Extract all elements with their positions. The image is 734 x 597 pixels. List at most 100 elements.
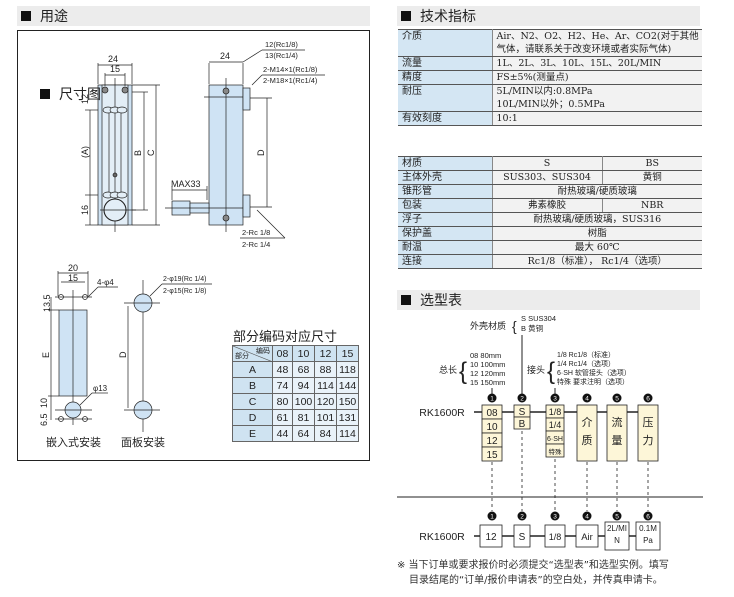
shell-brace: { bbox=[512, 318, 517, 334]
material-key: 耐温 bbox=[398, 240, 493, 255]
box1-text: 12 bbox=[486, 436, 498, 447]
dim-col-header: 12 bbox=[314, 345, 337, 362]
length-brace: { bbox=[459, 358, 467, 385]
dim-emb-E: E bbox=[41, 352, 51, 358]
section-title-usage: 用途 bbox=[40, 9, 68, 25]
dim-front-16: 16 bbox=[80, 205, 90, 215]
box2-text: B bbox=[519, 419, 526, 430]
dim-row-part: C bbox=[232, 393, 273, 410]
marker-circle bbox=[487, 393, 497, 403]
material-key: 包装 bbox=[398, 198, 493, 213]
spec-key: 耐压 bbox=[398, 84, 493, 112]
material-row: 耐温最大 60℃ bbox=[398, 240, 702, 255]
model-label-top: RK1600R bbox=[419, 407, 465, 419]
dim-cell: 131 bbox=[336, 409, 359, 426]
bullet-square-icon bbox=[21, 11, 31, 21]
spec-key: 介质 bbox=[398, 29, 493, 57]
length-option: 15 150mm bbox=[470, 378, 505, 387]
material-col-s: S bbox=[492, 156, 603, 171]
material-key: 保护盖 bbox=[398, 226, 493, 241]
spec-line: 气体，请联系关于改变环境或者实际气体) bbox=[496, 44, 672, 55]
dim-panel-hole-1: 2-φ19(Rc 1/4) bbox=[163, 276, 206, 283]
bullet-square-icon bbox=[401, 11, 411, 21]
embedded-caption: 嵌入式安装 bbox=[46, 435, 101, 449]
dim-side-max: MAX33 bbox=[171, 179, 201, 189]
dim-front-12: 12 bbox=[80, 94, 90, 104]
dim-cell: 61 bbox=[272, 409, 293, 426]
dim-side-D: D bbox=[256, 149, 266, 156]
spec-key: 有效刻度 bbox=[398, 111, 493, 126]
dim-front-15: 15 bbox=[110, 64, 120, 74]
section-header-usage: 用途 bbox=[17, 6, 370, 26]
length-label: 总长 bbox=[439, 364, 457, 375]
box1-text: 10 bbox=[486, 422, 498, 433]
box3-text: 1/8 bbox=[549, 407, 562, 417]
dim-cell: 44 bbox=[272, 425, 293, 442]
box3-text: 6·SH bbox=[547, 436, 563, 443]
section-title-selection: 选型表 bbox=[420, 293, 462, 309]
dim-row-part: D bbox=[232, 409, 273, 426]
marker-circle bbox=[550, 393, 560, 403]
example-text-3: 1/8 bbox=[549, 532, 562, 542]
marker-circle bbox=[643, 511, 653, 521]
model-label-bottom: RK1600R bbox=[419, 531, 465, 543]
spec-value: 1L、2L、3L、10L、15L、20L/MIN bbox=[492, 56, 702, 71]
spec-value: 10:1 bbox=[492, 111, 702, 126]
example-box-4 bbox=[575, 524, 599, 548]
material-bs: 黄铜 bbox=[602, 170, 702, 185]
dim-row-part: B bbox=[232, 377, 273, 394]
dim-col-header: 08 bbox=[272, 345, 293, 362]
box5-text: 流量 bbox=[612, 415, 623, 447]
marker-circle bbox=[582, 511, 592, 521]
section-title-dimensions: 尺寸图 bbox=[59, 87, 101, 103]
marker-number: 1 bbox=[490, 514, 494, 521]
example-box-1 bbox=[479, 524, 503, 548]
example-text-4: Air bbox=[581, 532, 593, 543]
dim-front-24: 24 bbox=[108, 54, 118, 64]
marker-circle bbox=[517, 393, 527, 403]
dim-row-part: A bbox=[232, 361, 273, 378]
spec-value: FS±5%(测量点) bbox=[492, 70, 702, 85]
corner-top: 编码 bbox=[256, 348, 270, 355]
dim-cell: 48 bbox=[272, 361, 293, 378]
box4-text: 介质 bbox=[582, 416, 593, 447]
material-key: 材质 bbox=[398, 156, 493, 171]
material-s: SUS303、SUS304 bbox=[492, 170, 603, 185]
dim-cell: 80 bbox=[272, 393, 293, 410]
material-key: 主体外壳 bbox=[398, 170, 493, 185]
dim-cell: 100 bbox=[292, 393, 315, 410]
material-key: 连接 bbox=[398, 254, 493, 269]
marker-number: 4 bbox=[585, 514, 589, 521]
marker-circle bbox=[612, 393, 622, 403]
spec-line: 5L/MIN以内:0.8MPa bbox=[496, 86, 593, 97]
joint-option: 1/8 Rc1/8（标准） bbox=[557, 350, 615, 359]
selection-diagram: 外壳材质 { S SUS304 B 黄铜 总长 { 08 80mm 10 100… bbox=[397, 314, 703, 551]
dim-emb-6.5: 6.5 bbox=[39, 413, 49, 426]
dim-cell: 88 bbox=[314, 361, 337, 378]
example-text-6: 0.1MPa bbox=[639, 524, 657, 545]
spec-key: 精度 bbox=[398, 70, 493, 85]
dim-cell: 114 bbox=[314, 377, 337, 394]
dim-cell: 144 bbox=[336, 377, 359, 394]
shell-option: B 黄铜 bbox=[521, 323, 543, 333]
bullet-square-icon bbox=[401, 295, 411, 305]
marker-circle bbox=[487, 511, 497, 521]
dim-cell: 84 bbox=[314, 425, 337, 442]
dim-side-port-2: 2-Rc 1/4 bbox=[242, 240, 270, 249]
material-key: 锥形管 bbox=[398, 184, 493, 199]
dim-table-corner: 编码 部分 bbox=[232, 345, 273, 362]
dim-table-title: 部分编码对应尺寸 bbox=[233, 330, 338, 345]
length-option: 12 120mm bbox=[470, 369, 505, 378]
material-key: 浮子 bbox=[398, 212, 493, 227]
example-text-5: 2L/MIN bbox=[606, 524, 627, 545]
